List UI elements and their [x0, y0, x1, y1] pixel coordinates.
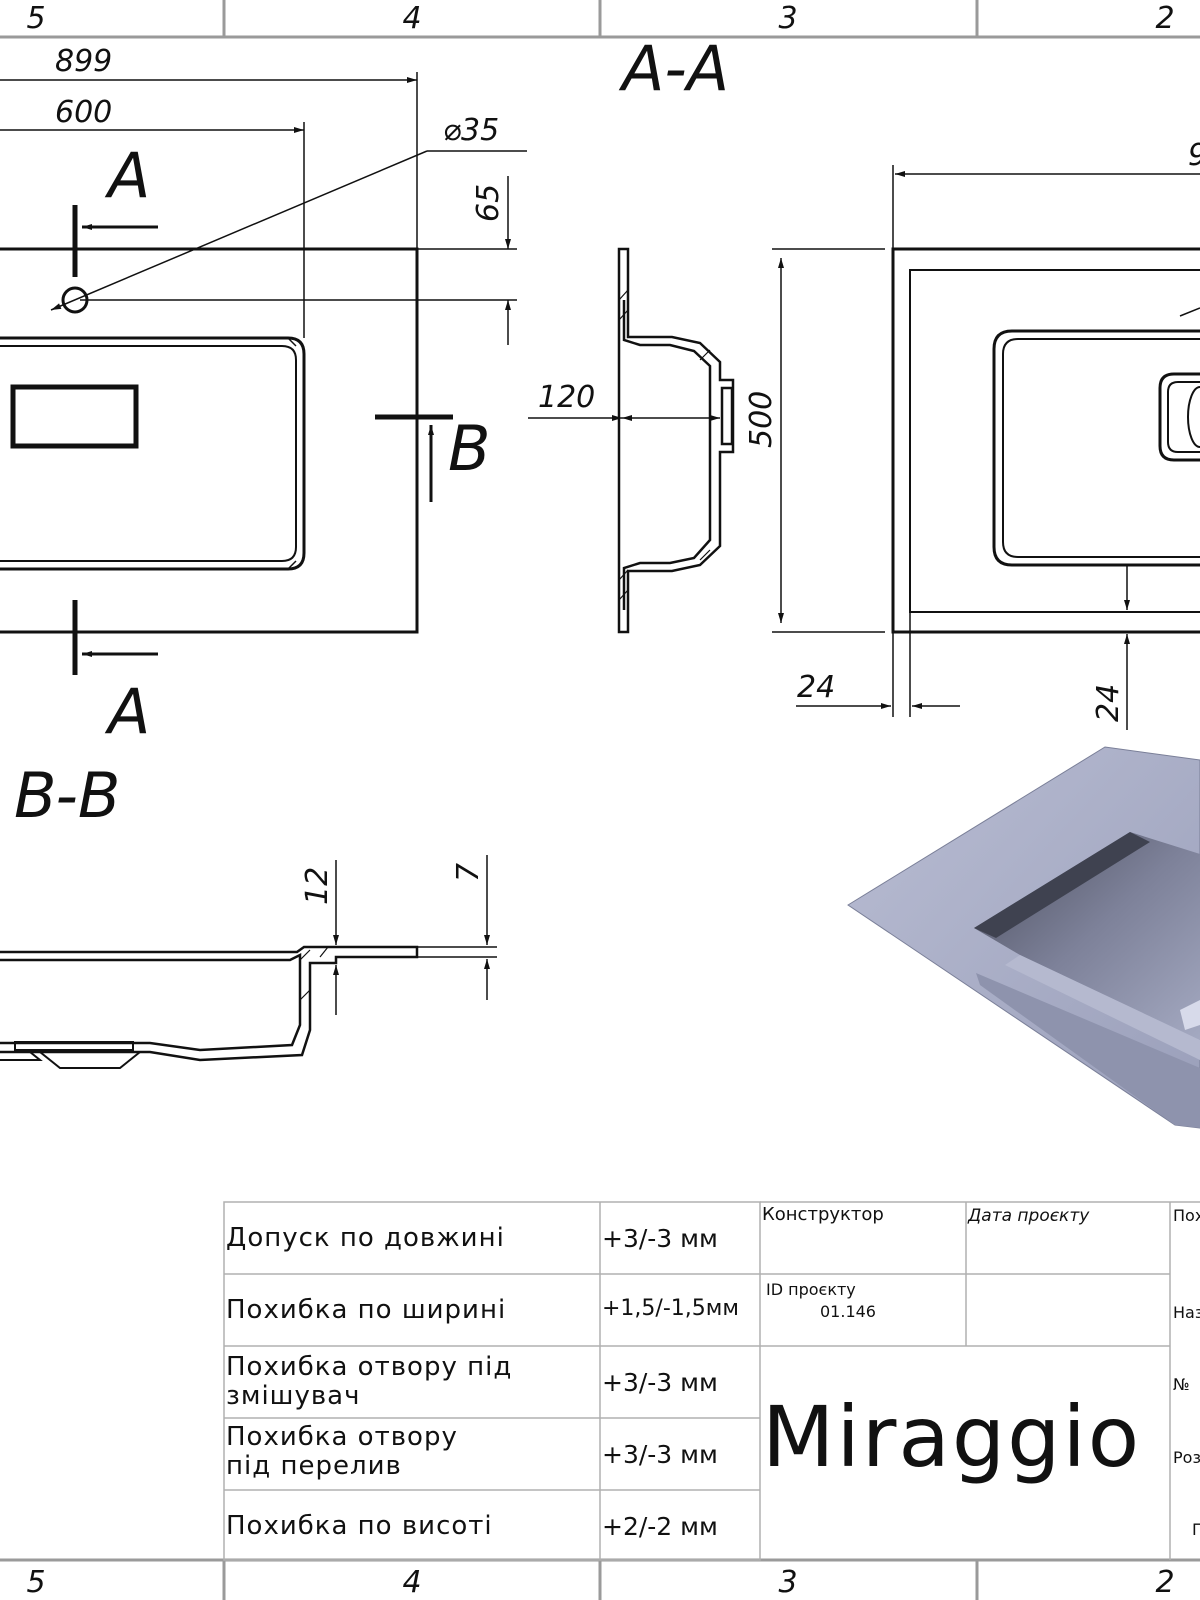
- zone-top-5: 5: [26, 1, 45, 36]
- tolerance-label-line2: змішувач: [226, 1381, 361, 1411]
- tolerance-row: Похибка отвору під перелив: [226, 1420, 596, 1484]
- right-plan-view: [891, 247, 1200, 634]
- dim-12: 12: [300, 867, 335, 905]
- project-date-label: Дата проєкту: [968, 1206, 1090, 1226]
- tolerance-label: Допуск по довжині: [226, 1222, 505, 1253]
- tolerance-row: Допуск по довжині: [226, 1206, 596, 1270]
- cut-label-b: B: [448, 412, 491, 485]
- dim-899: 899: [55, 44, 112, 79]
- section-bb-profile: [0, 945, 419, 1069]
- zone-top-3: 3: [778, 1, 797, 36]
- title-block-cut-label: Наз: [1173, 1303, 1200, 1322]
- cut-label-a-top: A: [104, 139, 150, 212]
- dim-7: 7: [451, 863, 486, 882]
- dim-9-partial: 9: [1188, 138, 1200, 173]
- zone-bottom-2: 2: [1155, 1565, 1174, 1600]
- dim-24-horizontal: 24: [797, 670, 835, 705]
- section-aa-dimensions: [528, 248, 885, 633]
- title-block-cut-label: П: [1192, 1520, 1200, 1539]
- section-aa-title: A-A: [618, 32, 729, 105]
- section-bb-dimensions: [333, 855, 497, 1015]
- tolerance-value: +1,5/-1,5мм: [602, 1296, 739, 1321]
- title-block-cut-label: Пох: [1173, 1206, 1200, 1225]
- title-block-cut-label: №: [1173, 1375, 1190, 1394]
- tolerance-label: Похибка отвору: [226, 1422, 458, 1452]
- tolerance-row: Похибка по висоті: [226, 1494, 596, 1558]
- zone-top-2: 2: [1155, 1, 1174, 36]
- zone-bottom-5: 5: [26, 1565, 45, 1600]
- tolerance-value: +3/-3 мм: [602, 1368, 718, 1397]
- dim-24-vertical: 24: [1091, 684, 1126, 722]
- tolerance-row: Похибка по ширині: [226, 1278, 596, 1342]
- section-aa-profile: [617, 247, 735, 634]
- cut-plane-a: [72, 205, 158, 675]
- section-bb-title: B-B: [14, 759, 120, 832]
- tolerance-value: +3/-3 мм: [602, 1440, 718, 1469]
- plan-view: [0, 247, 419, 634]
- cut-plane-b: [375, 414, 453, 502]
- tolerance-table: [223, 1201, 761, 1561]
- tolerance-label-line2: під перелив: [226, 1451, 402, 1481]
- plan-dimensions: [0, 72, 527, 345]
- brand-logo: Miraggio: [762, 1388, 1142, 1486]
- dim-diameter-35: ⌀35: [443, 113, 499, 148]
- designer-label: Конструктор: [762, 1204, 884, 1225]
- right-plan-dimensions: [796, 165, 1200, 730]
- project-id-label: ID проєкту: [766, 1280, 856, 1299]
- tolerance-label: Похибка по висоті: [226, 1510, 493, 1541]
- title-block: [760, 1201, 1200, 1560]
- cut-label-a-bottom: A: [104, 675, 150, 748]
- zone-top-4: 4: [402, 1, 421, 36]
- zone-bottom-4: 4: [402, 1565, 421, 1600]
- tolerance-value: +3/-3 мм: [602, 1224, 718, 1253]
- tolerance-value: +2/-2 мм: [602, 1512, 718, 1541]
- tolerance-label: Похибка отвору під: [226, 1352, 513, 1382]
- zone-bottom-3: 3: [778, 1565, 797, 1600]
- project-id-value: 01.146: [820, 1302, 876, 1321]
- tolerance-row: Похибка отвору під змішувач: [226, 1350, 596, 1414]
- dim-500: 500: [744, 391, 779, 448]
- dim-65: 65: [471, 184, 506, 222]
- sink-3d-render: [847, 746, 1200, 1129]
- title-block-cut-label: Роз: [1173, 1448, 1200, 1467]
- tolerance-label: Похибка по ширині: [226, 1294, 507, 1325]
- dim-120: 120: [538, 380, 595, 415]
- dim-600: 600: [55, 95, 112, 130]
